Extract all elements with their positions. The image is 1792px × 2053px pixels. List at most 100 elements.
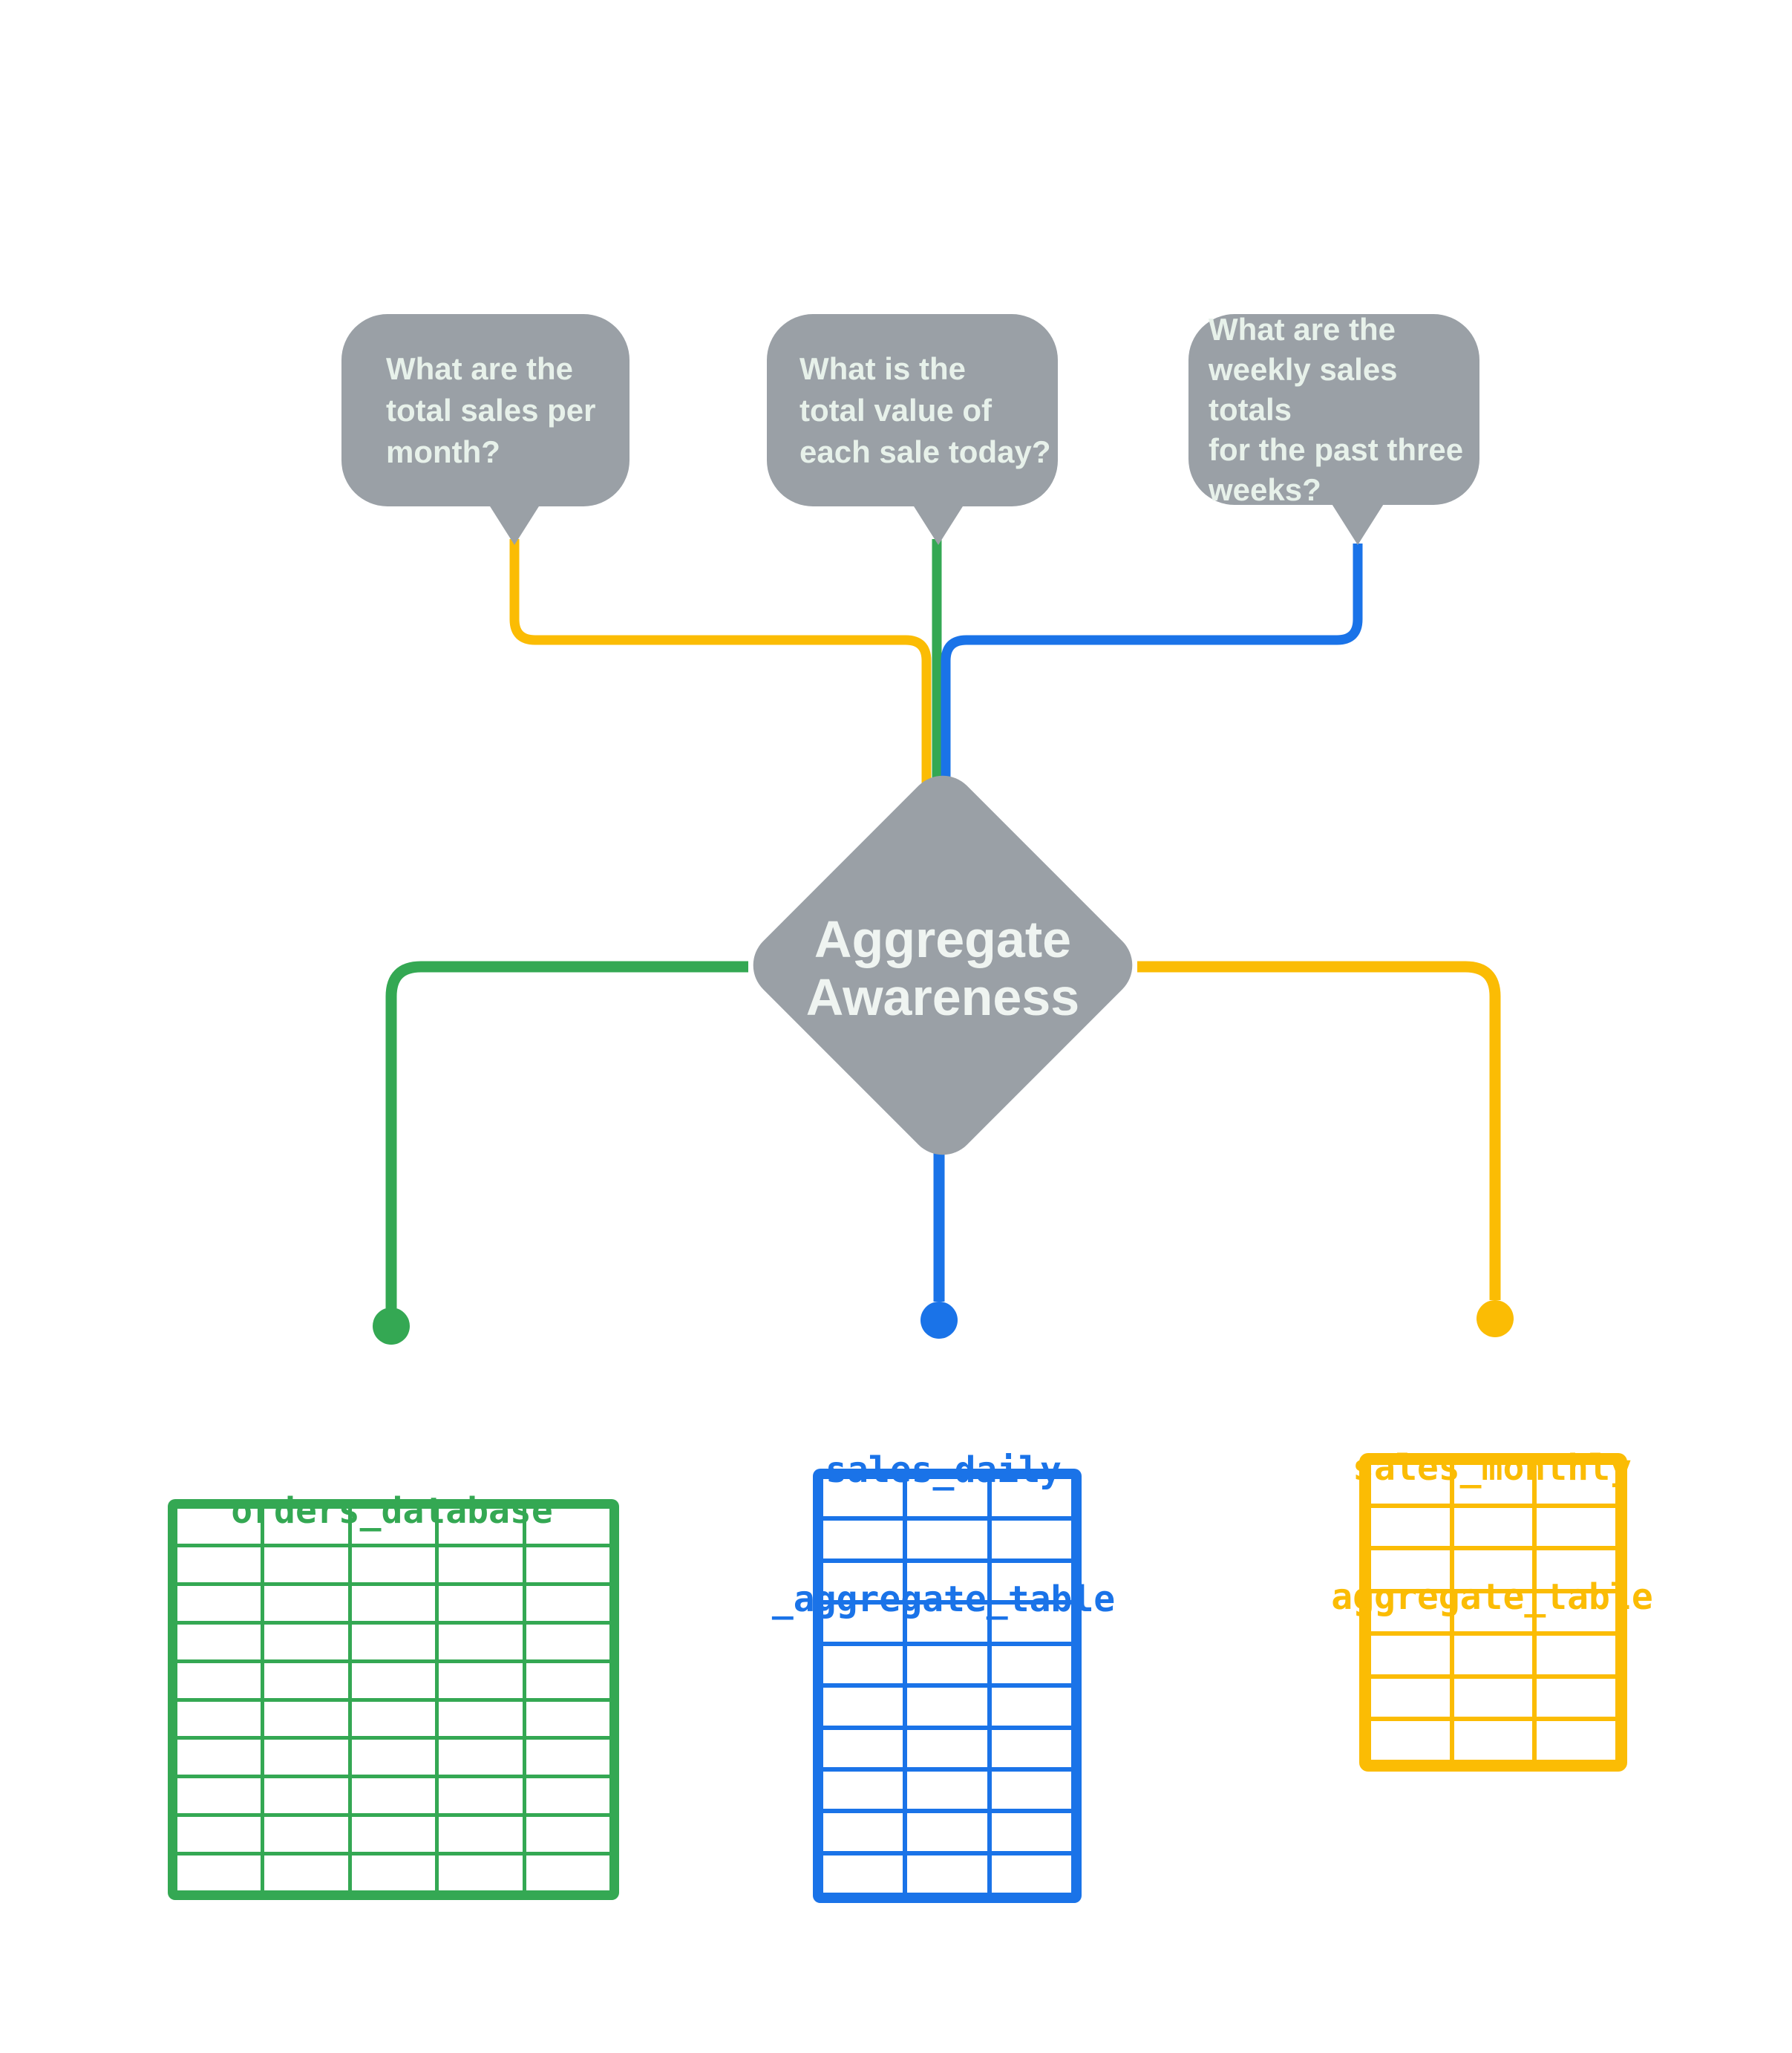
table-cell: [439, 1778, 523, 1814]
table-cell: [823, 1688, 903, 1726]
table-cell: [907, 1521, 987, 1558]
table-cell: [1453, 1507, 1533, 1547]
table-cell: [439, 1624, 523, 1659]
bubble-3-tail: [1330, 500, 1386, 545]
table-cell: [264, 1855, 348, 1890]
table-cell: [526, 1855, 609, 1890]
table-cell: [823, 1855, 903, 1893]
table-cell: [907, 1855, 987, 1893]
table-cell: [1537, 1465, 1615, 1504]
table-cell: [823, 1479, 903, 1517]
table-cell: [351, 1778, 436, 1814]
table-cell: [177, 1701, 261, 1737]
table-cell: [823, 1813, 903, 1851]
table-cell: [177, 1740, 261, 1775]
question-bubble-weekly-line: weeks?: [1209, 471, 1321, 507]
sales-daily-endpoint-dot: [920, 1302, 958, 1339]
table-cell: [907, 1562, 987, 1600]
diamond-to-sales-monthly-line: [1137, 961, 1501, 1300]
bubble-2-tail: [910, 500, 967, 545]
table-cell: [264, 1778, 348, 1814]
table-cell: [351, 1509, 436, 1544]
table-cell: [264, 1547, 348, 1582]
table-cell: [526, 1701, 609, 1737]
table-cell: [439, 1585, 523, 1621]
table-cell: [823, 1521, 903, 1558]
question-bubble-monthly-line: total sales per: [386, 392, 596, 428]
question-bubble-daily-line: each sale today?: [799, 434, 1051, 469]
table-cell: [1371, 1465, 1450, 1504]
table-cell: [1537, 1507, 1615, 1547]
sales-monthly-aggregate-table-label: sales_monthly aggregate_table: [1269, 1360, 1715, 1705]
table-cell: [264, 1662, 348, 1698]
table-cell: [264, 1817, 348, 1853]
orders-database-endpoint-dot: [373, 1308, 410, 1345]
table-cell: [907, 1772, 987, 1809]
table-cell: [351, 1585, 436, 1621]
table-cell: [991, 1479, 1071, 1517]
aggregate-awareness-label-line: Awareness: [805, 968, 1080, 1026]
table-cell: [1371, 1550, 1450, 1589]
table-cell: [351, 1855, 436, 1890]
table-cell: [177, 1585, 261, 1621]
table-cell: [351, 1740, 436, 1775]
table-cell: [526, 1624, 609, 1659]
table-cell: [991, 1521, 1071, 1558]
table-cell: [991, 1604, 1071, 1642]
question-bubble-monthly-line: What are the: [386, 350, 574, 386]
table-cell: [1453, 1721, 1533, 1760]
table-cell: [907, 1729, 987, 1768]
table-cell: [991, 1813, 1071, 1851]
question-bubble-monthly-line: month?: [386, 434, 500, 469]
table-cell: [177, 1662, 261, 1698]
table-cell: [439, 1701, 523, 1737]
table-cell: [439, 1855, 523, 1890]
table-cell: [177, 1547, 261, 1582]
table-cell: [439, 1740, 523, 1775]
table-cell: [1537, 1593, 1615, 1632]
table-cell: [351, 1701, 436, 1737]
table-cell: [439, 1509, 523, 1544]
sales-monthly-aggregate-table-grid: [1359, 1453, 1627, 1772]
question-bubble-weekly: What are the weekly sales totals for the…: [1188, 312, 1479, 507]
monthly-question-connector-line: [509, 539, 932, 832]
orders-database-table-grid: [168, 1499, 619, 1900]
table-cell: [823, 1646, 903, 1684]
table-cell: [823, 1562, 903, 1600]
table-cell: [1371, 1507, 1450, 1547]
table-cell: [351, 1662, 436, 1698]
table-cell: [1371, 1678, 1450, 1717]
sales-monthly-label-line: sales_monthly: [1353, 1447, 1632, 1489]
table-cell: [177, 1855, 261, 1890]
table-cell: [991, 1688, 1071, 1726]
table-cell: [991, 1855, 1071, 1893]
table-cell: [907, 1479, 987, 1517]
question-bubble-monthly: What are the total sales per month?: [341, 314, 630, 506]
table-cell: [1537, 1678, 1615, 1717]
table-cell: [907, 1646, 987, 1684]
sales-daily-label-line: _aggregate_table: [771, 1579, 1116, 1620]
table-cell: [1371, 1636, 1450, 1674]
table-cell: [177, 1778, 261, 1814]
table-cell: [991, 1729, 1071, 1768]
sales-daily-aggregate-table-grid: [813, 1469, 1082, 1903]
table-cell: [526, 1740, 609, 1775]
table-cell: [526, 1662, 609, 1698]
table-cell: [439, 1547, 523, 1582]
table-cell: [351, 1547, 436, 1582]
table-cell: [823, 1772, 903, 1809]
table-cell: [264, 1624, 348, 1659]
sales-monthly-label-line: aggregate_table: [1331, 1576, 1653, 1618]
table-cell: [1453, 1636, 1533, 1674]
table-cell: [823, 1604, 903, 1642]
table-cell: [1371, 1721, 1450, 1760]
table-cell: [264, 1509, 348, 1544]
table-cell: [1537, 1550, 1615, 1589]
table-cell: [264, 1701, 348, 1737]
orders-database-label-line: orders_database: [231, 1490, 553, 1532]
table-cell: [907, 1688, 987, 1726]
sales-daily-label-line: sales_daily: [825, 1449, 1062, 1491]
table-cell: [264, 1585, 348, 1621]
table-cell: [177, 1624, 261, 1659]
table-cell: [439, 1662, 523, 1698]
